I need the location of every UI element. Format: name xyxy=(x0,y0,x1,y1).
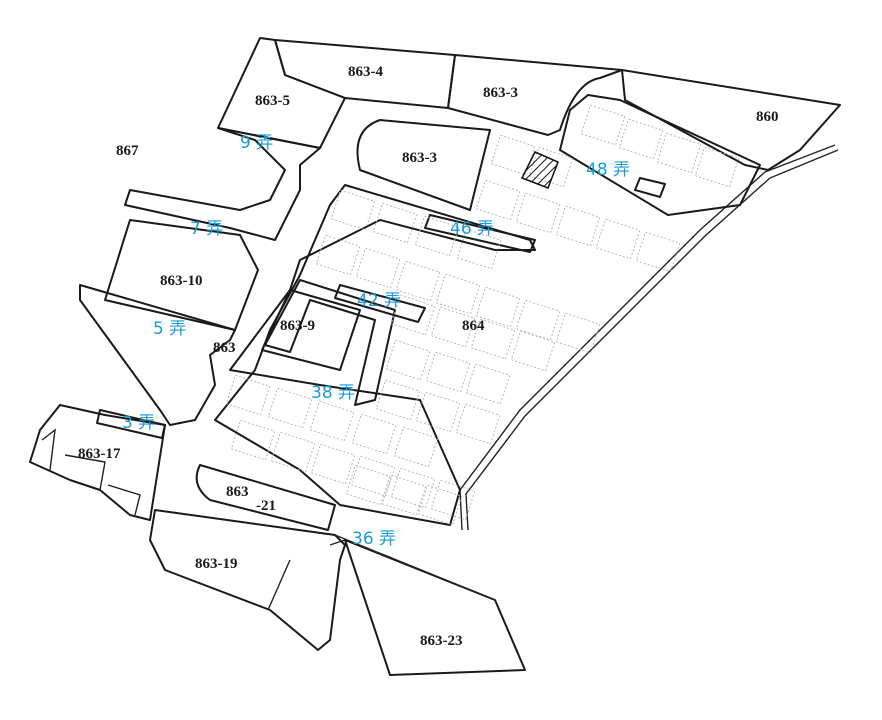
house-outline xyxy=(515,299,561,341)
house-outline xyxy=(694,146,740,188)
label-863: 863 xyxy=(213,340,236,356)
house-outlines xyxy=(225,104,740,526)
lane-3-bar xyxy=(96,409,166,439)
parcel-864-outline xyxy=(214,184,536,526)
label-863-23: 863-23 xyxy=(420,633,463,649)
label-863-17: 863-17 xyxy=(78,446,121,462)
house-outline xyxy=(456,228,502,270)
house-outline xyxy=(430,306,476,348)
alley-9: 9 弄 xyxy=(240,133,273,153)
house-outline xyxy=(372,202,418,244)
label-860: 860 xyxy=(756,109,779,125)
house-outline xyxy=(470,318,516,360)
parcel-863-10-outline xyxy=(104,219,259,331)
parcel-867-outline xyxy=(124,127,321,241)
parcel-863-21-outline xyxy=(195,464,336,531)
house-outline xyxy=(230,419,276,461)
parcel-863-19-division xyxy=(267,559,291,611)
parcel-863-23-outline xyxy=(344,539,526,676)
house-outline xyxy=(635,231,681,273)
house-outline xyxy=(490,134,536,176)
house-outline xyxy=(465,363,511,405)
house-outline xyxy=(270,431,316,473)
label-864: 864 xyxy=(462,318,485,334)
parcel-863-9-outline xyxy=(264,279,396,406)
alley-5: 5 弄 xyxy=(153,319,186,339)
label-863-10: 863-10 xyxy=(160,273,203,289)
house-outline xyxy=(656,132,702,174)
parcel-863-9-inner xyxy=(261,289,361,371)
alley-36: 36 弄 xyxy=(352,529,396,549)
house-outline xyxy=(375,379,421,421)
parcel-860-outline xyxy=(621,69,841,171)
parcel-863-17-outline xyxy=(29,404,166,521)
house-outline xyxy=(390,294,436,336)
road-edge-diag xyxy=(459,171,771,531)
block-48-outline xyxy=(559,94,761,216)
house-outline xyxy=(390,467,436,509)
house-outline xyxy=(425,351,471,393)
house-outline xyxy=(225,374,271,416)
label-863-21-a: 863 xyxy=(226,484,249,500)
parcel-lines xyxy=(29,37,841,676)
house-outline xyxy=(351,413,397,455)
house-outline xyxy=(580,104,626,146)
house-outline xyxy=(381,474,427,516)
house-outline xyxy=(455,403,501,445)
label-863-9: 863-9 xyxy=(280,318,315,334)
house-outline xyxy=(515,192,561,234)
road-edge-right xyxy=(764,144,839,179)
house-outline xyxy=(414,215,460,257)
house-outline xyxy=(618,118,664,160)
house-outline xyxy=(350,455,396,497)
alley-46: 46 弄 xyxy=(450,219,494,239)
house-outline xyxy=(385,339,431,381)
house-outline xyxy=(415,391,461,433)
house-outline xyxy=(417,484,463,526)
house-outline xyxy=(395,260,441,302)
lane-5-bar xyxy=(79,284,236,426)
house-outline xyxy=(330,189,376,231)
house-outline xyxy=(430,479,476,521)
parcel-863-19-outline xyxy=(149,509,346,651)
label-863-3-mid: 863-3 xyxy=(402,150,437,166)
alley-38: 38 弄 xyxy=(311,383,355,403)
road-36-edge xyxy=(329,534,496,601)
alley-7: 7 弄 xyxy=(190,219,223,239)
parcel-863-17-inner xyxy=(41,428,141,516)
lane-46-bar xyxy=(424,214,536,253)
house-outline xyxy=(510,330,556,372)
label-863-21-b: -21 xyxy=(256,498,276,514)
house-outline xyxy=(475,179,521,221)
house-outline xyxy=(555,312,601,354)
alley-42: 42 弄 xyxy=(357,291,401,311)
parcel-863-3-mid-outline xyxy=(356,119,491,211)
house-outline xyxy=(315,234,361,276)
label-867: 867 xyxy=(116,143,139,159)
alley-labels: 9 弄 7 弄 5 弄 3 弄 48 弄 46 弄 42 弄 38 弄 36 弄 xyxy=(122,133,630,549)
alley-3: 3 弄 xyxy=(122,413,155,433)
label-863-3-top: 863-3 xyxy=(483,85,518,101)
house-outline xyxy=(309,400,355,442)
house-outline xyxy=(310,443,356,485)
parcel-863-3-top-outline xyxy=(447,54,623,136)
house-outline xyxy=(393,426,439,468)
house-outline xyxy=(475,286,521,328)
alley-48: 48 弄 xyxy=(586,160,630,180)
house-outline xyxy=(345,464,391,506)
label-863-4: 863-4 xyxy=(348,64,383,80)
house-outline xyxy=(435,273,481,315)
label-863-19: 863-19 xyxy=(195,556,238,572)
lane-42-bar xyxy=(334,284,426,323)
label-863-5: 863-5 xyxy=(255,93,290,109)
small-structure xyxy=(634,177,666,198)
parcel-labels: 863-4 863-5 863-3 860 867 863-3 863-10 8… xyxy=(78,64,779,649)
house-outline xyxy=(355,247,401,289)
house-outline xyxy=(267,387,313,429)
house-outline xyxy=(595,218,641,260)
house-outline xyxy=(555,205,601,247)
hatched-building xyxy=(520,151,559,189)
